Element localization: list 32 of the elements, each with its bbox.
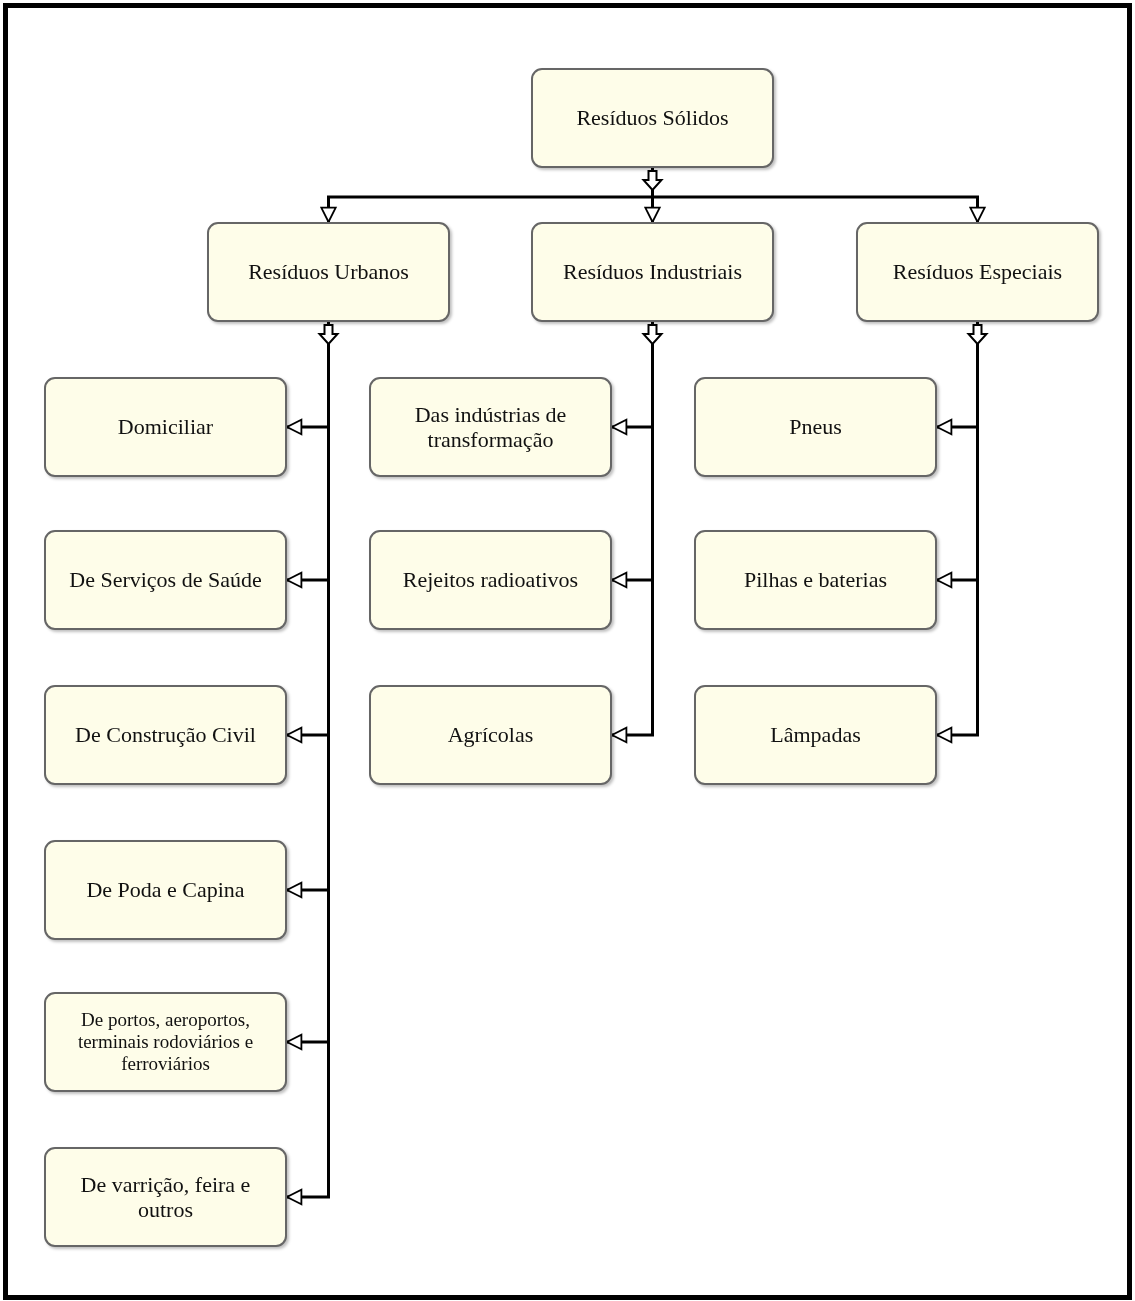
category-box <box>694 530 937 630</box>
box-label: Resíduos Especiais <box>892 259 1063 285</box>
box-label: Lâmpadas <box>770 722 861 748</box>
category-box <box>44 840 287 940</box>
category-box <box>856 222 1099 322</box>
box-label: Resíduos Industriais <box>562 259 743 285</box>
category-box <box>531 222 774 322</box>
box-label: De Poda e Capina <box>86 877 245 903</box>
box-label: Pilhas e baterias <box>744 567 887 593</box>
box-label: De Serviços de Saúde <box>69 567 262 593</box>
box-label: Rejeitos radioativos <box>402 567 579 593</box>
box-label: Resíduos Sólidos <box>576 105 729 131</box>
category-box <box>44 685 287 785</box>
box-label: De varrição, feira e outros <box>79 1171 252 1223</box>
category-box <box>369 530 612 630</box>
box-label: Agrícolas <box>447 722 534 748</box>
category-box <box>44 377 287 477</box>
box-label: Resíduos Urbanos <box>248 259 409 285</box>
category-box <box>44 1147 287 1247</box>
box-label: Pneus <box>789 414 842 440</box>
box-label: De portos, aeroportos, terminais rodoviários e ferroviários <box>76 1009 255 1075</box>
category-box <box>44 530 287 630</box>
box-label: Das indústrias de transformação <box>413 401 568 453</box>
category-box <box>369 685 612 785</box>
category-box <box>694 685 937 785</box>
box-label: Domiciliar <box>117 414 214 440</box>
category-box <box>694 377 937 477</box>
box-label: De Construção Civil <box>75 722 256 748</box>
category-box <box>531 68 774 168</box>
category-box <box>207 222 450 322</box>
category-box <box>44 992 287 1092</box>
category-box <box>369 377 612 477</box>
